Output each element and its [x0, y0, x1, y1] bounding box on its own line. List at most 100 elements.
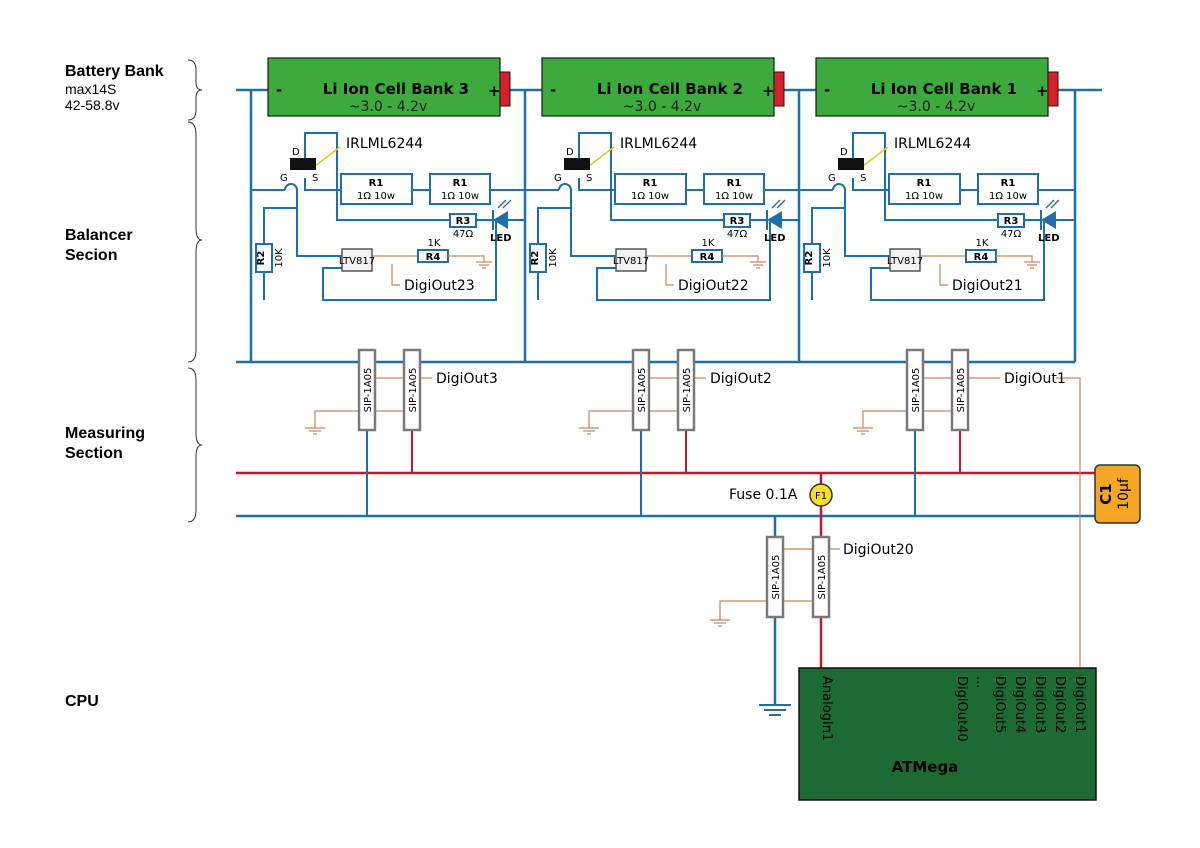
r1-a-name: R1	[917, 178, 932, 189]
r2-name: R2	[530, 251, 541, 266]
balancer-wires	[799, 132, 1075, 301]
balancer-out-label: DigiOut22	[678, 278, 749, 294]
r4-value: 1K	[428, 238, 441, 249]
r4-value: 1K	[976, 238, 989, 249]
cell-minus: -	[824, 81, 830, 99]
r2-name: R2	[804, 251, 815, 266]
optocoupler	[341, 248, 373, 272]
led-icon	[767, 211, 782, 229]
balancer-stage-2: D G S IRLML6244 R1 1Ω 10w R1 1Ω 10w R3 4…	[525, 132, 799, 301]
cpu-name: ATMega	[892, 758, 959, 776]
led-label: LED	[764, 233, 786, 244]
cell-voltage: ~3.0 - 4.2v	[897, 99, 976, 115]
wire-r4-ground	[996, 255, 1033, 262]
r4-value: 1K	[702, 238, 715, 249]
cpu-relay-left	[765, 535, 785, 619]
cap-name: C1	[1097, 483, 1115, 504]
r2-name: R2	[256, 251, 267, 266]
resistor-r1-a	[614, 173, 687, 205]
battery-range-label: 42-58.8v	[65, 97, 119, 113]
optocoupler	[889, 248, 921, 272]
cell-name: Li Ion Cell Bank 3	[323, 80, 469, 98]
cpu-pin-5: DigiOut5	[992, 676, 1007, 733]
wire-gate-down	[296, 190, 342, 257]
wire-r4-ground	[448, 255, 485, 262]
cell-plus: +	[1036, 82, 1049, 100]
wire-source	[304, 178, 341, 191]
resistor-r2	[803, 243, 821, 273]
balancer-out-label: DigiOut23	[404, 278, 475, 294]
r1-b-value: 1Ω 10w	[989, 191, 1027, 202]
ground-icon	[750, 261, 766, 269]
relay-left	[905, 348, 925, 432]
battery-max-label: max14S	[65, 81, 116, 97]
cell-voltage: ~3.0 - 4.2v	[623, 99, 702, 115]
cell-body	[541, 57, 775, 117]
measure-out-label: DigiOut1	[1004, 371, 1066, 387]
balancer-out-label: DigiOut21	[952, 278, 1023, 294]
cell-bank-1: - + Li Ion Cell Bank 1 ~3.0 - 4.2v	[815, 57, 1059, 117]
brace-battery	[187, 59, 203, 121]
resistor-r1-b	[703, 173, 765, 205]
cpu-body	[798, 667, 1097, 801]
resistor-r3	[997, 213, 1025, 228]
resistor-r3	[449, 213, 477, 228]
mosfet-label: IRLML6244	[346, 136, 423, 152]
r2-value: 10K	[274, 248, 285, 268]
r3-value: 47Ω	[453, 229, 474, 240]
wire-opto-return	[322, 220, 497, 301]
cpu-block: AnalogIn1 DigiOut40 ... DigiOut5 DigiOut…	[798, 667, 1097, 801]
ground-icon	[1024, 261, 1040, 269]
wire-gate-hop	[284, 183, 298, 191]
resistor-r2	[529, 243, 547, 273]
r4-name: R4	[700, 252, 715, 263]
cell-plus: +	[762, 82, 775, 100]
led-icon	[1041, 211, 1056, 229]
mosfet-label: IRLML6244	[894, 136, 971, 152]
cpu-relay-right	[811, 535, 831, 619]
capacitor-c1: C1 10µf	[1094, 464, 1141, 524]
cell-body	[267, 57, 501, 117]
led-rays-icon	[497, 199, 512, 209]
mosfet-pin-g: G	[828, 173, 836, 184]
measuring-label-2: Section	[65, 445, 123, 462]
cell-terminal	[499, 71, 511, 107]
wire-drain	[304, 132, 450, 221]
cell-name: Li Ion Cell Bank 2	[597, 80, 743, 98]
balancer-stage-3: D G S IRLML6244 R1 1Ω 10w R1 1Ω 10w R3 4…	[251, 132, 525, 301]
measuring-relays: SIP-1A05 SIP-1A05 DigiOut3 SIP-1A05 SIP-…	[305, 348, 1081, 690]
mosfet-pin-g: G	[554, 173, 562, 184]
r4-name: R4	[426, 252, 441, 263]
led-rays-icon	[771, 199, 786, 209]
r1-a-value: 1Ω 10w	[357, 191, 395, 202]
mosfet-pin-g: G	[280, 173, 288, 184]
wire-opto-signal	[939, 264, 948, 286]
optocoupler	[615, 248, 647, 272]
r1-a-name: R1	[369, 178, 384, 189]
cell-name: Li Ion Cell Bank 1	[871, 80, 1017, 98]
balancer-wires	[251, 132, 525, 301]
cell-minus: -	[550, 81, 556, 99]
r2-value: 10K	[548, 248, 559, 268]
r3-value: 47Ω	[1001, 229, 1022, 240]
mosfet-label: IRLML6244	[620, 136, 697, 152]
relay-right	[950, 348, 970, 432]
relay-left-label: SIP-1A05	[911, 368, 922, 413]
r3-value: 47Ω	[727, 229, 748, 240]
balancer-label-2: Secion	[65, 247, 117, 264]
measure-pair-3: SIP-1A05 SIP-1A05 DigiOut3	[305, 348, 498, 516]
wire-r2-top	[263, 207, 297, 244]
brace-balancer	[187, 121, 203, 363]
opto-label: LTV817	[613, 256, 649, 267]
mosfet-pointer	[862, 146, 889, 167]
r1-b-value: 1Ω 10w	[441, 191, 479, 202]
cap-value: 10µf	[1116, 477, 1132, 510]
cell-bank-3: - + Li Ion Cell Bank 3 ~3.0 - 4.2v	[267, 57, 511, 117]
resistor-r1-b	[429, 173, 491, 205]
fuse-icon	[809, 483, 833, 507]
balancer-stages: D G S IRLML6244 R1 1Ω 10w R1 1Ω 10w R3 4…	[251, 132, 1075, 301]
resistor-r2	[255, 243, 273, 273]
cpu-pin-2: DigiOut2	[1052, 676, 1067, 733]
r1-a-value: 1Ω 10w	[631, 191, 669, 202]
